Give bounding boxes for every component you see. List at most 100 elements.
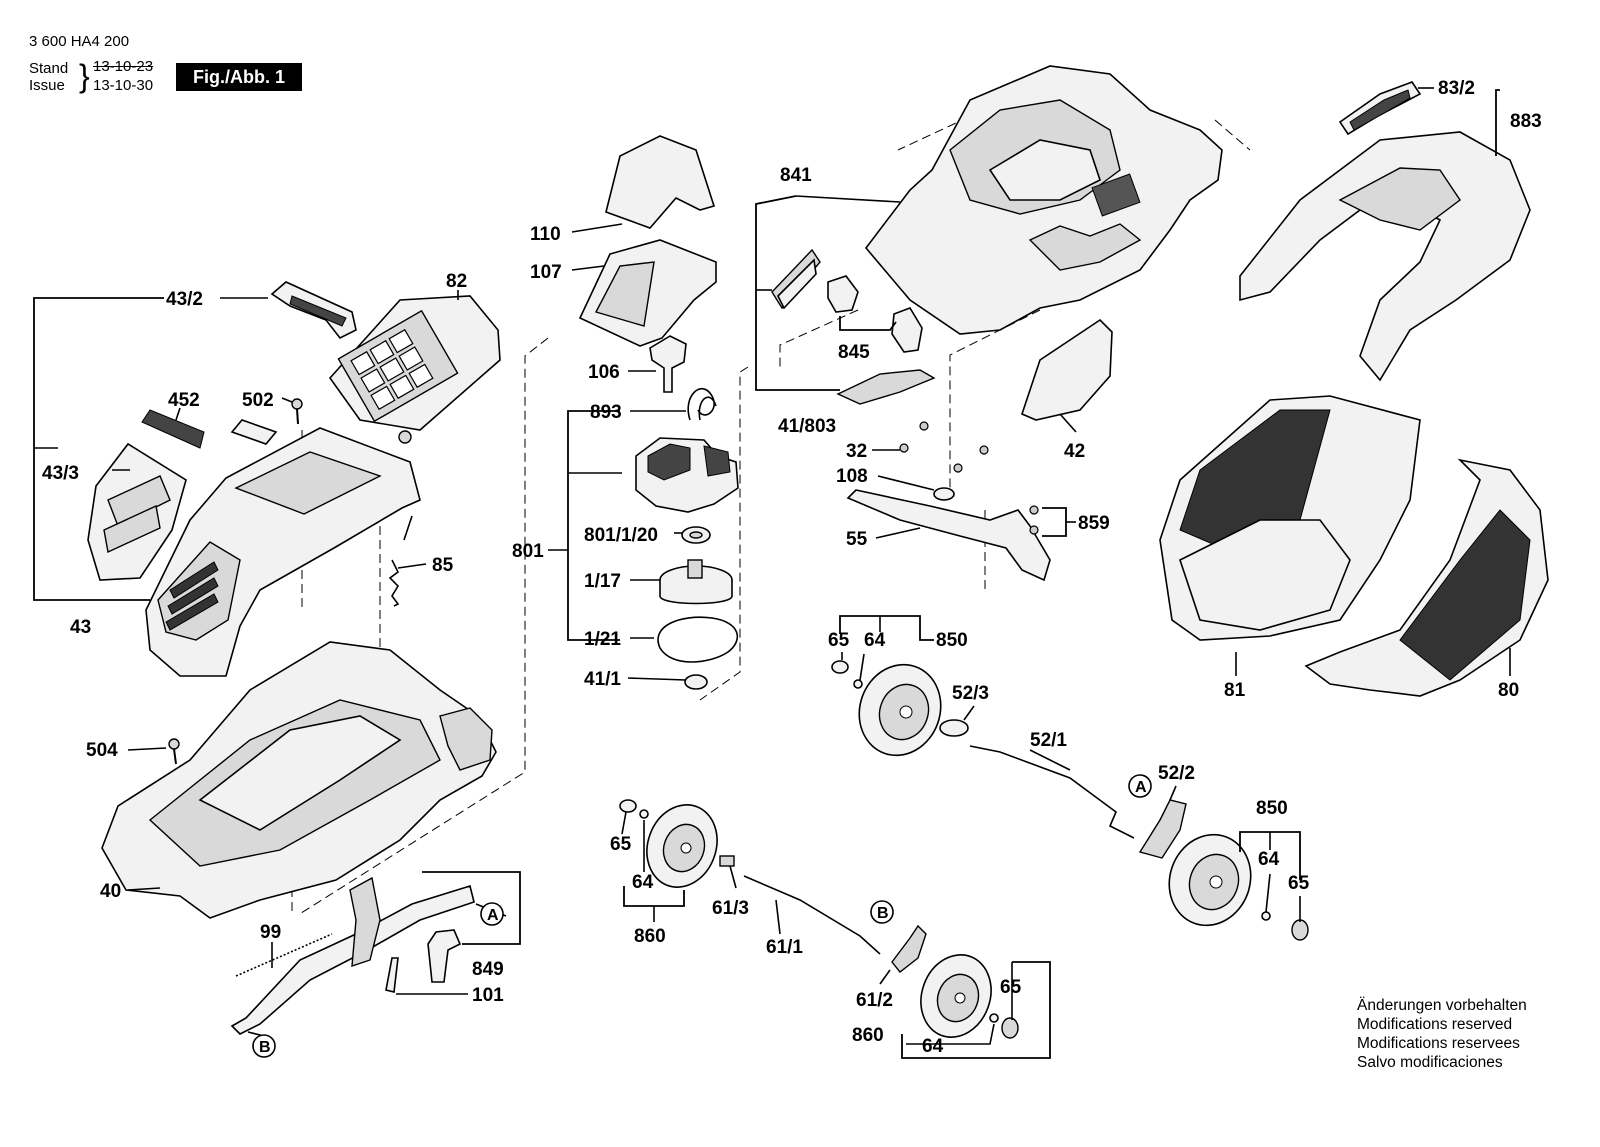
label-107: 107 [530, 262, 562, 283]
part-883-lid [1239, 131, 1531, 382]
label-43: 43 [70, 617, 91, 638]
label-850-b: 850 [1256, 798, 1288, 819]
part-64-washer-a [853, 679, 863, 689]
label-32: 32 [846, 441, 867, 462]
part-65-cap-d [1001, 1017, 1019, 1039]
note-en: Modifications reserved [1357, 1016, 1513, 1033]
svg-text:A: A [1135, 779, 1147, 796]
part-504-screw [168, 738, 180, 765]
label-64-c: 64 [632, 872, 654, 893]
label-452: 452 [168, 390, 200, 411]
part-850-wheel-front-left [858, 663, 942, 757]
label-845: 845 [838, 342, 870, 363]
part-65-cap-b [1291, 919, 1309, 941]
part-80-box-side [1304, 458, 1549, 697]
svg-text:A: A [487, 907, 499, 924]
label-108: 108 [836, 466, 868, 487]
brace-glyph: } [79, 58, 90, 94]
part-106-switch [649, 335, 687, 393]
part-64-washer-d [989, 1013, 999, 1023]
part-61-2-bracket [891, 924, 927, 973]
label-43-2: 43/2 [166, 289, 203, 310]
label-61-2: 61/2 [856, 990, 893, 1011]
label-65-c: 65 [610, 834, 632, 855]
label-1-17: 1/17 [584, 571, 621, 592]
svg-text:B: B [877, 905, 889, 922]
note-es: Salvo modificaciones [1357, 1054, 1503, 1071]
label-52-3: 52/3 [952, 683, 989, 704]
part-502-screw [291, 398, 303, 425]
modification-notes: Änderungen vorbehalten Modifications res… [1357, 996, 1527, 1072]
part-893-cable [687, 388, 717, 421]
label-883: 883 [1510, 111, 1542, 132]
part-101-clip [385, 957, 399, 993]
part-52-3-bushing [939, 719, 969, 737]
label-106: 106 [588, 362, 620, 383]
label-42: 42 [1064, 441, 1085, 462]
stand-label: Stand [29, 60, 69, 77]
label-61-1: 61/1 [766, 937, 803, 958]
part-43-2-grip [270, 281, 357, 340]
part-859-screws [1029, 505, 1039, 535]
label-41-803: 41/803 [778, 416, 836, 437]
figure-badge: Fig./Abb. 1 [176, 63, 302, 91]
note-fr: Modifications reservees [1357, 1035, 1520, 1052]
label-64-a: 64 [864, 630, 886, 651]
part-860-wheel-left [646, 804, 718, 888]
part-handle-housing-upper [145, 427, 421, 677]
label-85: 85 [432, 555, 454, 576]
label-65-d: 65 [1000, 977, 1022, 998]
part-860-wheel-right [920, 954, 992, 1038]
part-83-2-grip [1338, 81, 1422, 136]
label-860-b: 860 [852, 1025, 884, 1046]
label-52-2: 52/2 [1158, 763, 1195, 784]
marker-b-axle: B [870, 900, 894, 924]
part-801-motor [635, 437, 739, 513]
label-504: 504 [86, 740, 118, 761]
part-52-2-bracket [1138, 799, 1187, 859]
part-61-3-bolt [719, 855, 735, 867]
issue-label: Issue [29, 77, 65, 94]
label-82: 82 [446, 271, 467, 292]
label-81: 81 [1224, 680, 1246, 701]
label-841: 841 [780, 165, 812, 186]
leader-lines [33, 87, 1511, 1059]
label-110: 110 [530, 224, 561, 245]
part-801-1-20-bearing [681, 526, 711, 544]
part-64-washer-b [1261, 911, 1271, 921]
part-841-deck [864, 65, 1223, 335]
label-83-2: 83/2 [1438, 78, 1475, 99]
part-849-lever [230, 876, 475, 1035]
part-65-cap-a [831, 660, 849, 674]
label-55: 55 [846, 529, 868, 550]
part-64-washer-c [639, 809, 649, 819]
label-801-1-20: 801/1/20 [584, 525, 658, 546]
label-43-3: 43/3 [42, 463, 79, 484]
label-859: 859 [1078, 513, 1110, 534]
marker-a-lever: A [480, 902, 504, 926]
part-42-flap [1021, 318, 1113, 421]
part-32-screws [899, 421, 989, 473]
label-64-d: 64 [922, 1036, 944, 1057]
label-99: 99 [260, 922, 281, 943]
part-107-housing [578, 239, 717, 347]
label-850-a: 850 [936, 630, 968, 651]
part-81-box [1159, 395, 1421, 641]
part-82-cover [328, 295, 501, 444]
document-number: 3 600 HA4 200 [29, 33, 130, 50]
part-labels: 82 43/2 452 502 43/3 43 85 504 40 99 849… [42, 78, 1542, 1057]
label-1-21: 1/21 [584, 629, 621, 650]
label-61-3: 61/3 [712, 898, 749, 919]
part-110-cover [605, 135, 716, 229]
label-65-b: 65 [1288, 873, 1310, 894]
svg-text:B: B [259, 1039, 271, 1056]
stand-date: 13-10-23 [93, 58, 154, 75]
part-850-wheel-rear-right [1168, 833, 1252, 927]
label-801: 801 [512, 541, 544, 562]
part-43-3-front-panel [87, 442, 187, 581]
part-1-21-belt [657, 616, 738, 663]
part-841-flap [771, 248, 821, 310]
part-845-clips [827, 275, 923, 353]
part-1-17-pulley [659, 559, 733, 605]
